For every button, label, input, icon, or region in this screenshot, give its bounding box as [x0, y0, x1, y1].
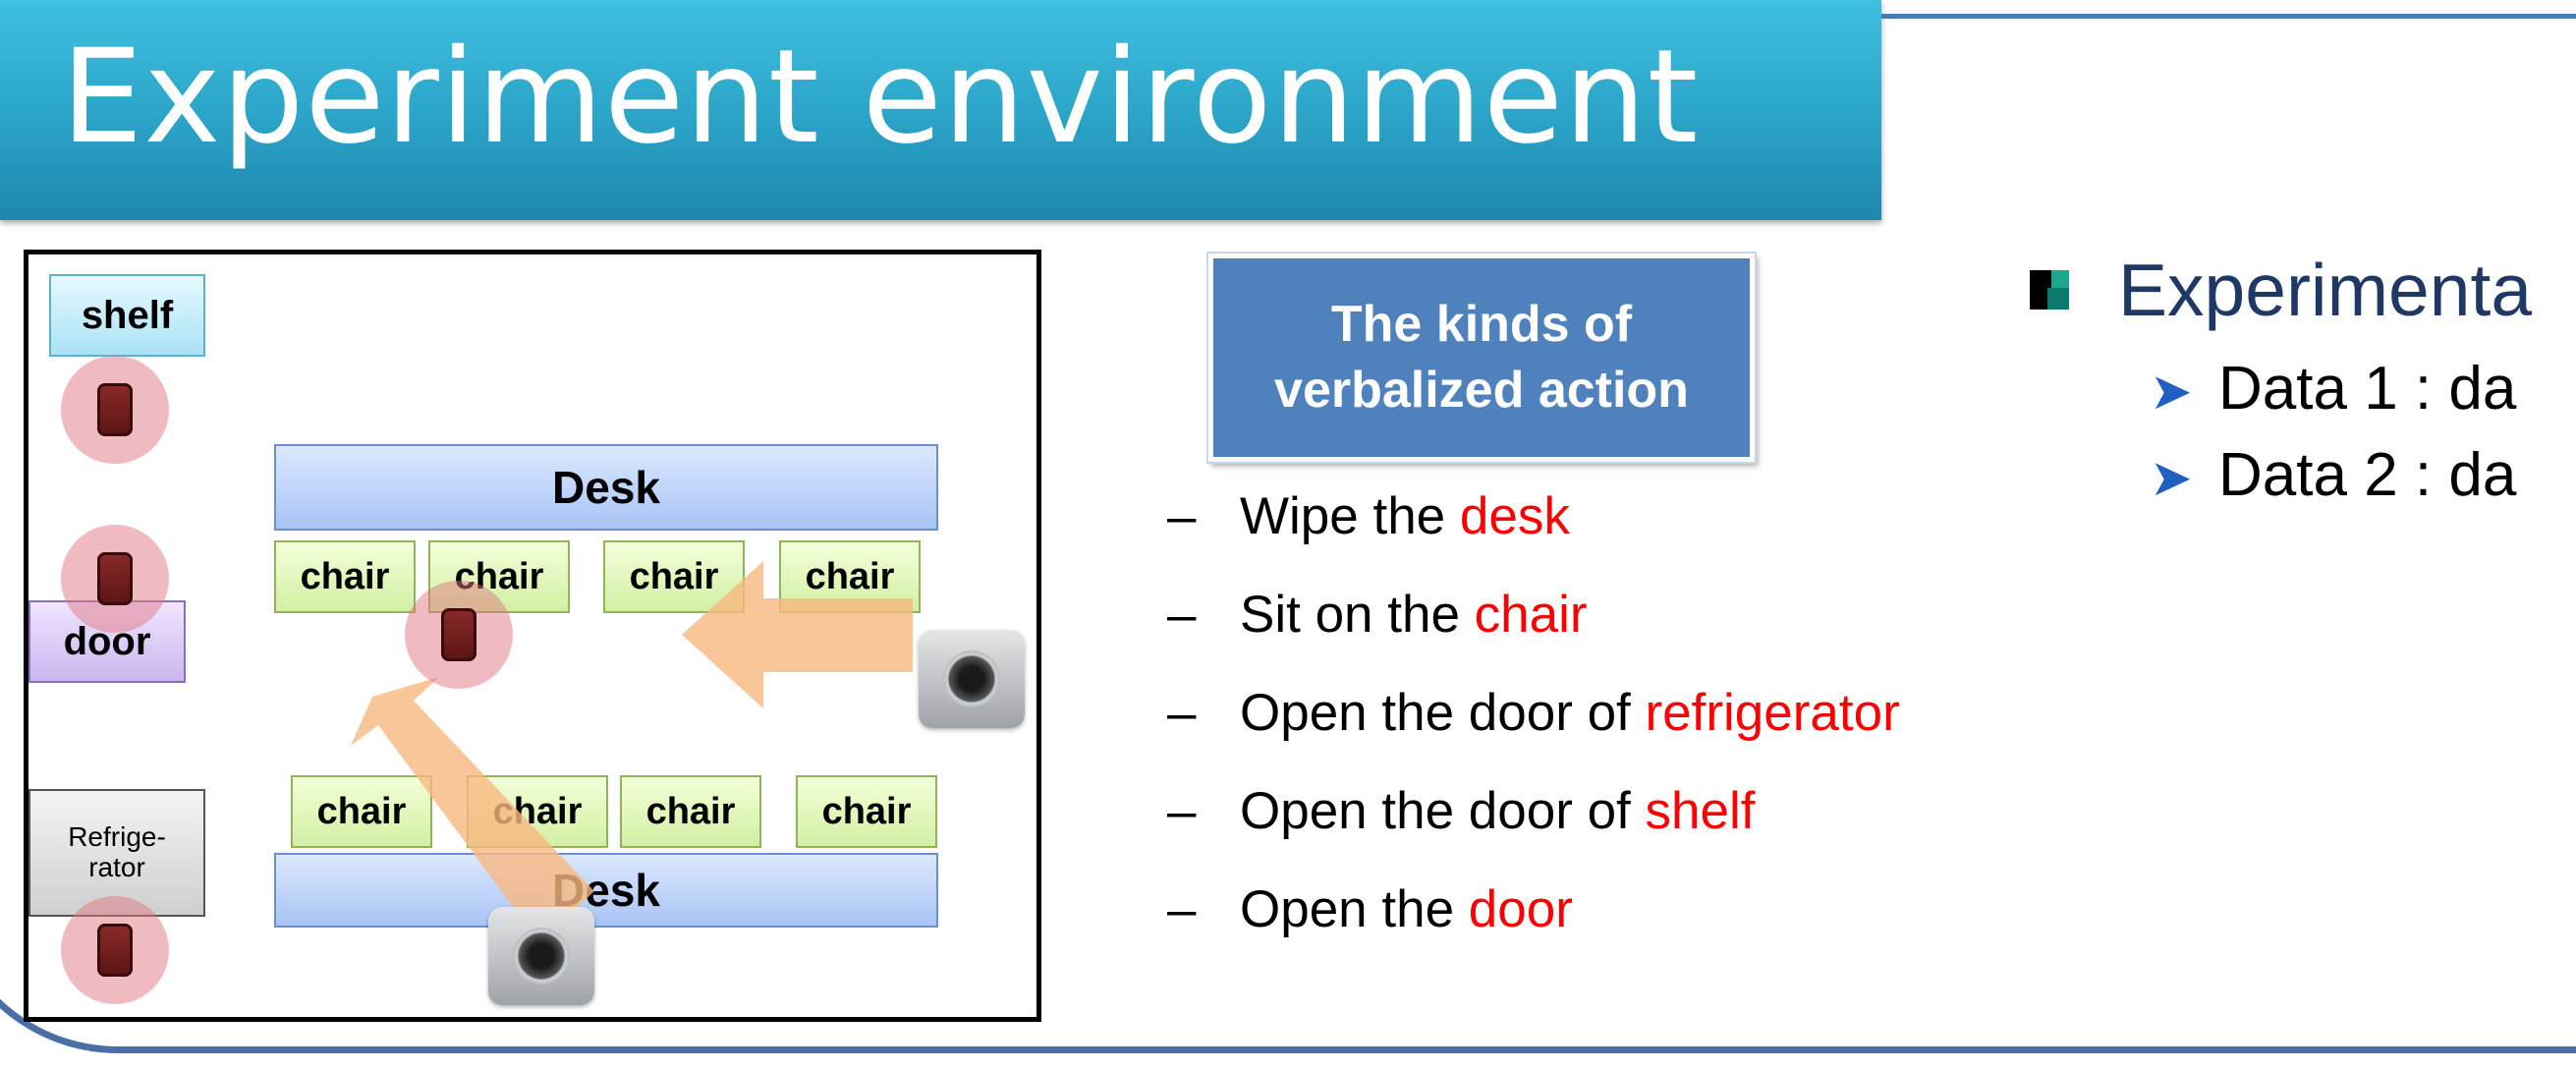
- action-item: –Open the door: [1167, 879, 1573, 939]
- desk-bottom: Desk: [274, 853, 938, 928]
- floor-plan: shelf door Refrige- rator Desk Desk chai…: [24, 250, 1041, 1022]
- chair-bottom-2: chair: [467, 775, 608, 848]
- action-item: –Open the door of refrigerator: [1167, 683, 1900, 743]
- action-text: Sit on the: [1240, 586, 1475, 644]
- bullet-square-icon: [2030, 270, 2069, 310]
- sensor-device-icon: [441, 608, 476, 661]
- chair-bottom-1: chair: [291, 775, 432, 848]
- slide-frame-curve: [0, 688, 2576, 1053]
- action-item: –Wipe the desk: [1167, 486, 1570, 546]
- sensor-chair: [405, 581, 513, 689]
- action-text: Open the: [1240, 880, 1469, 938]
- top-rule: [1881, 14, 2576, 19]
- sensor-door: [61, 525, 169, 633]
- kinds-box-line2: verbalized action: [1274, 362, 1689, 419]
- data-item-text: Data 2 : da: [2218, 441, 2517, 509]
- action-item: –Sit on the chair: [1167, 585, 1588, 645]
- data-item: ➤ Data 1 : da: [2150, 354, 2516, 423]
- data-item: ➤ Data 2 : da: [2150, 440, 2516, 510]
- title-bar: Experiment environment: [0, 0, 1881, 220]
- action-dash: –: [1167, 782, 1197, 840]
- action-object: desk: [1459, 487, 1570, 545]
- camera-bottom-icon: [488, 907, 594, 1005]
- action-object: refrigerator: [1645, 684, 1900, 742]
- chair-bottom-4: chair: [796, 775, 937, 848]
- camera-lens: [943, 650, 1000, 707]
- slide-title: Experiment environment: [61, 22, 1700, 173]
- sensor-device-icon: [97, 552, 133, 605]
- desk-top: Desk: [274, 444, 938, 531]
- chair-top-3: chair: [603, 540, 745, 613]
- chevron-right-icon: ➤: [2150, 450, 2193, 507]
- experimental-heading: Experimenta: [2118, 249, 2533, 331]
- action-text: Wipe the: [1240, 487, 1460, 545]
- action-dash: –: [1167, 880, 1197, 938]
- sensor-device-icon: [97, 383, 133, 436]
- chair-bottom-3: chair: [620, 775, 761, 848]
- door-box: door: [28, 600, 186, 683]
- action-object: chair: [1474, 586, 1588, 644]
- action-item: –Open the door of shelf: [1167, 781, 1755, 841]
- action-text: Open the door of: [1240, 684, 1646, 742]
- action-dash: –: [1167, 684, 1197, 742]
- action-text: Open the door of: [1240, 782, 1646, 840]
- shelf-box: shelf: [49, 274, 205, 357]
- refrigerator-box: Refrige- rator: [28, 789, 205, 917]
- chair-top-4: chair: [779, 540, 921, 613]
- action-object: shelf: [1645, 782, 1756, 840]
- chair-top-1: chair: [274, 540, 416, 613]
- chevron-right-icon: ➤: [2150, 364, 2193, 421]
- camera-lens: [513, 928, 570, 985]
- kinds-box-line1: The kinds of: [1330, 296, 1633, 354]
- data-item-text: Data 1 : da: [2218, 355, 2517, 423]
- sensor-refrigerator: [61, 896, 169, 1004]
- action-dash: –: [1167, 586, 1197, 644]
- refrigerator-label-line2: rator: [88, 852, 145, 882]
- refrigerator-label-line1: Refrige-: [68, 821, 166, 853]
- action-object: door: [1468, 880, 1573, 938]
- sensor-shelf: [61, 356, 169, 464]
- sensor-device-icon: [97, 924, 133, 977]
- camera-right-icon: [919, 630, 1025, 728]
- action-dash: –: [1167, 487, 1197, 545]
- kinds-of-action-box: The kinds of verbalized action: [1208, 254, 1755, 462]
